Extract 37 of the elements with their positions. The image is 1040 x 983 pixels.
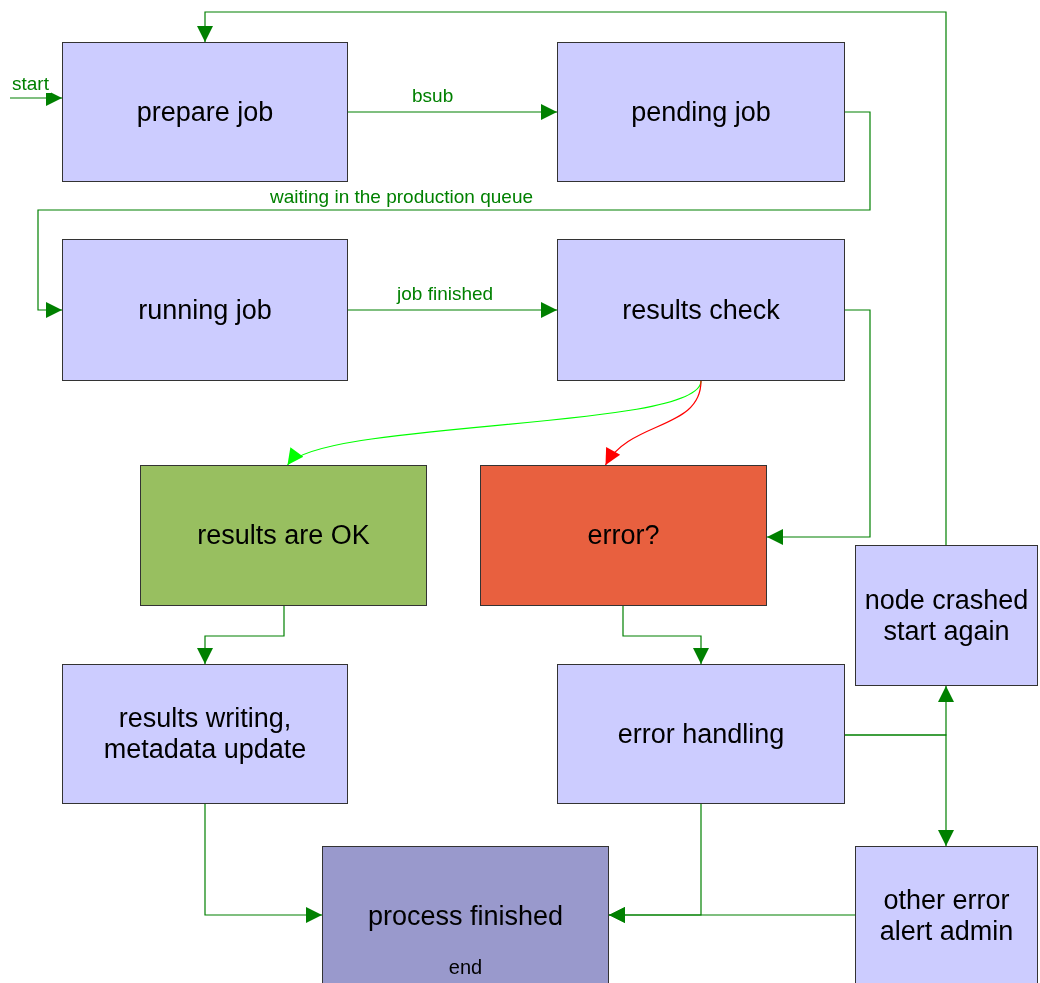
node-text: node crashed start again bbox=[863, 584, 1030, 647]
process-box bbox=[322, 846, 609, 983]
arrow bbox=[347, 104, 558, 120]
process-box bbox=[480, 465, 767, 606]
arrow bbox=[766, 309, 871, 545]
process-box bbox=[62, 239, 348, 381]
process-box bbox=[557, 42, 845, 182]
arrow bbox=[204, 803, 323, 923]
process-box bbox=[855, 846, 1038, 983]
arrow bbox=[37, 111, 871, 318]
arrow bbox=[608, 907, 856, 923]
arrow bbox=[197, 11, 947, 546]
arrow bbox=[844, 734, 954, 847]
node-text: prepare job bbox=[135, 96, 275, 128]
process-box bbox=[557, 664, 845, 804]
process-box bbox=[62, 664, 348, 804]
node-text: results are OK bbox=[196, 520, 371, 551]
node-text: results writing, metadata update bbox=[102, 703, 308, 765]
process-box bbox=[140, 465, 427, 606]
process-box bbox=[62, 42, 348, 182]
node-text: error? bbox=[586, 520, 661, 551]
node-text: process finished bbox=[366, 900, 565, 932]
arrow bbox=[347, 302, 558, 318]
arrow bbox=[9, 90, 63, 106]
node-text: other error alert admin bbox=[878, 885, 1015, 947]
node-text: results check bbox=[621, 294, 781, 326]
arrow bbox=[604, 380, 702, 466]
edge-label: waiting in the production queue bbox=[268, 187, 536, 206]
node-text: pending job bbox=[630, 96, 772, 128]
edge-label: bsub bbox=[410, 86, 456, 105]
node-subtext: end bbox=[447, 956, 484, 979]
arrow bbox=[622, 605, 709, 665]
node-text: running job bbox=[137, 294, 273, 326]
node-text: error handling bbox=[616, 718, 786, 750]
process-box bbox=[557, 239, 845, 381]
process-box bbox=[855, 545, 1038, 686]
arrow bbox=[197, 605, 285, 665]
